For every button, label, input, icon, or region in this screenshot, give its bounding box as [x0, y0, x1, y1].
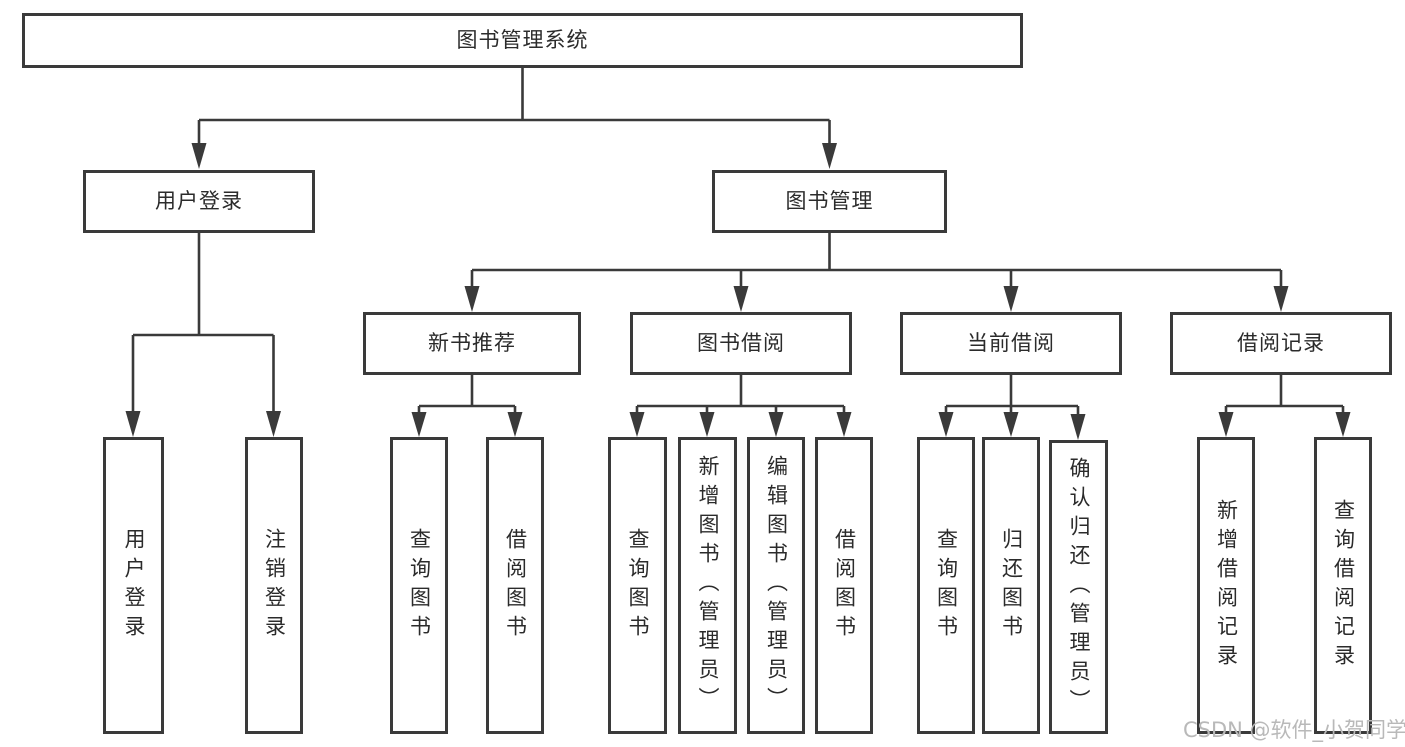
connector-borrow-records-to-leaves: [1218, 375, 1351, 437]
node-leaf-add-books-admin: 新增图书（管理员）: [678, 437, 737, 734]
arrowhead-icon: [507, 412, 523, 437]
arrowhead-icon: [1003, 286, 1019, 312]
node-library-management-system: 图书管理系统: [22, 13, 1023, 68]
node-leaf-borrow-books: 借阅图书: [815, 437, 873, 734]
connector-root-to-level2: [191, 68, 837, 169]
watermark-text: CSDN @软件_小贺同学: [1183, 718, 1405, 742]
arrowhead-icon: [125, 411, 141, 437]
node-leaf-query-books-borrow: 查询图书: [608, 437, 667, 734]
node-new-book-recommend: 新书推荐: [363, 312, 581, 375]
node-leaf-query-books-current: 查询图书: [917, 437, 975, 734]
arrowhead-icon: [411, 412, 427, 437]
arrowhead-icon: [629, 412, 645, 437]
connector-user-login-to-leaves: [125, 233, 281, 437]
arrowhead-icon: [1335, 412, 1351, 437]
node-leaf-query-borrow-record: 查询借阅记录: [1314, 437, 1372, 734]
arrowhead-icon: [768, 412, 784, 437]
node-current-borrow: 当前借阅: [900, 312, 1122, 375]
node-borrow-records: 借阅记录: [1170, 312, 1392, 375]
connector-book-borrow-to-leaves: [629, 375, 852, 437]
arrowhead-icon: [699, 412, 715, 437]
node-leaf-query-books-recommend: 查询图书: [390, 437, 448, 734]
arrowhead-icon: [1003, 412, 1019, 437]
arrowhead-icon: [1218, 412, 1234, 437]
arrowhead-icon: [1070, 414, 1086, 440]
node-book-borrow: 图书借阅: [630, 312, 852, 375]
node-leaf-logout: 注销登录: [245, 437, 303, 734]
arrowhead-icon: [733, 286, 749, 312]
node-leaf-confirm-return-admin: 确认归还（管理员）: [1049, 440, 1108, 734]
arrowhead-icon: [464, 286, 480, 312]
arrowhead-icon: [938, 412, 954, 437]
node-leaf-edit-books-admin: 编辑图书（管理员）: [747, 437, 805, 734]
connector-new-book-recommend-to-leaves: [411, 375, 523, 437]
node-leaf-add-borrow-record: 新增借阅记录: [1197, 437, 1255, 734]
connector-current-borrow-to-leaves: [938, 375, 1086, 440]
arrowhead-icon: [191, 143, 207, 169]
node-leaf-borrow-books-recommend: 借阅图书: [486, 437, 544, 734]
node-leaf-user-login: 用户登录: [103, 437, 164, 734]
arrowhead-icon: [1273, 286, 1289, 312]
node-user-login: 用户登录: [83, 170, 315, 233]
connector-book-management-to-level3: [464, 233, 1289, 312]
arrowhead-icon: [266, 411, 281, 437]
arrowhead-icon: [822, 143, 837, 169]
arrowhead-icon: [836, 412, 852, 437]
node-book-management: 图书管理: [712, 170, 947, 233]
node-leaf-return-books: 归还图书: [982, 437, 1040, 734]
